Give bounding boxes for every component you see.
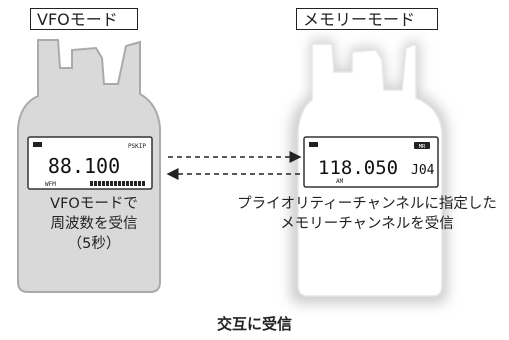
- vfo-lcd-mode: WFM: [45, 181, 56, 188]
- signal-meter-icon: [90, 181, 145, 186]
- vfo-lcd-frequency: 88.100: [48, 154, 120, 178]
- alternate-reception-caption: 交互に受信: [216, 315, 292, 333]
- memory-caption: プライオリティーチャンネルに指定した メモリーチャンネルを受信: [232, 194, 502, 234]
- vfo-mode-label: VFOモード: [30, 8, 138, 30]
- memory-lcd-mode: AM: [336, 178, 344, 185]
- vfo-caption-line-1: VFOモードで: [50, 196, 138, 212]
- vfo-caption-line-2: 周波数を受信: [50, 216, 138, 232]
- memory-lcd: 118.050 MR J04 AM: [303, 136, 439, 188]
- vfo-lcd-icon: PSKIP: [128, 143, 146, 150]
- memory-lcd-badge-box: [414, 142, 430, 149]
- memory-lcd-channel: J04: [411, 163, 435, 178]
- vfo-lcd: PSKIP 88.100 WFM: [27, 136, 153, 190]
- vfo-caption-line-3: （5秒）: [67, 236, 121, 252]
- memory-mode-label: メモリーモード: [296, 8, 438, 30]
- memory-caption-line-1: プライオリティーチャンネルに指定した: [237, 196, 497, 212]
- battery-icon: [309, 142, 318, 147]
- battery-icon: [33, 142, 42, 147]
- memory-caption-line-2: メモリーチャンネルを受信: [280, 216, 454, 232]
- memory-lcd-frequency: 118.050: [318, 157, 398, 179]
- memory-lcd-badge: MR: [419, 144, 426, 150]
- vfo-caption: VFOモードで 周波数を受信 （5秒）: [18, 194, 170, 254]
